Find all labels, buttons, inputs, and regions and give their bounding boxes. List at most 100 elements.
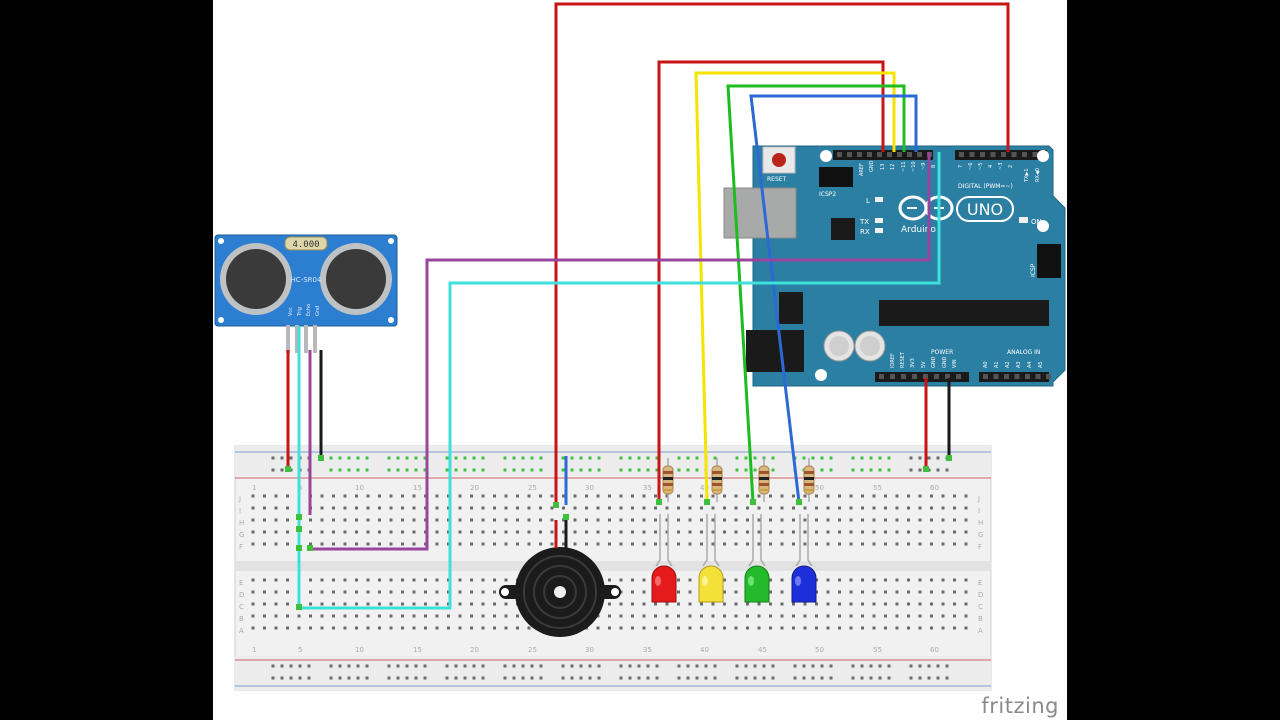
breadboard-hole <box>596 494 600 498</box>
rail-hole <box>829 456 833 460</box>
rail-hole <box>597 664 601 668</box>
breadboard-hole <box>780 602 784 606</box>
breadboard-hole <box>309 614 312 618</box>
breadboard-hole <box>389 602 393 606</box>
header-pin <box>879 374 884 379</box>
breadboard-hole <box>665 542 669 546</box>
rail-hole <box>307 664 311 668</box>
buzzer-ring <box>533 565 587 619</box>
breadboard-hole <box>872 614 876 618</box>
breadboard-hole <box>309 602 312 606</box>
breadboard-hole <box>309 578 312 582</box>
breadboard-hole <box>274 578 278 582</box>
breadboard-hole <box>918 614 922 618</box>
breadboard-hole <box>953 626 956 630</box>
piezo-buzzer <box>499 520 621 637</box>
rail-hole <box>472 664 476 668</box>
breadboard-hole <box>378 494 381 498</box>
rail-hole <box>530 676 534 680</box>
breadboard-hole <box>263 590 266 594</box>
rail-hole <box>695 456 699 460</box>
breadboard-hole <box>286 530 289 534</box>
breadboard-hole <box>907 530 910 534</box>
uno-label: UNO <box>967 200 1003 219</box>
breadboard-hole <box>826 590 830 594</box>
breadboard-holes <box>251 494 968 630</box>
rail-hole <box>530 468 534 472</box>
rail-hole <box>820 676 824 680</box>
gnd-pin-label: GND <box>869 160 875 172</box>
breadboard-hole <box>861 530 864 534</box>
breadboard-hole <box>424 614 427 618</box>
rail-hole <box>735 456 739 460</box>
resistor-1 <box>662 458 674 502</box>
rail-hole <box>329 456 333 460</box>
pin-label-echo: Echo <box>306 304 312 316</box>
rail-hole <box>686 468 690 472</box>
breadboard-hole <box>953 494 956 498</box>
rail-hole <box>771 456 775 460</box>
breadboard-hole <box>401 542 404 546</box>
breadboard-hole <box>481 518 485 522</box>
breadboard-hole <box>573 542 577 546</box>
breadboard-hole <box>608 614 611 618</box>
breadboard-hole <box>734 626 738 630</box>
reset-label: RESET <box>767 176 787 183</box>
breadboard-hole <box>332 614 335 618</box>
rail-hole <box>280 676 284 680</box>
breadboard-hole <box>320 614 324 618</box>
breadboard-hole <box>343 506 347 510</box>
breadboard-hole <box>527 626 531 630</box>
rail-hole <box>579 468 583 472</box>
rail-hole <box>619 468 623 472</box>
breadboard-hole <box>286 602 289 606</box>
col-num-50-bottom: 50 <box>815 646 824 654</box>
breadboard-hole <box>412 614 416 618</box>
rail-hole <box>387 664 391 668</box>
breadboard-hole <box>677 590 680 594</box>
breadboard-hole <box>884 506 887 510</box>
l-led <box>875 197 883 202</box>
header-pin <box>945 374 950 379</box>
rx-led-label: RX <box>860 228 870 236</box>
rail-hole <box>713 676 717 680</box>
breadboard-hole <box>849 530 853 534</box>
rail-hole <box>561 468 565 472</box>
breadboard-hole <box>401 602 404 606</box>
breadboard-hole <box>941 578 945 582</box>
breadboard-hole <box>930 626 933 630</box>
rail-hole <box>454 468 458 472</box>
breadboard-hole <box>435 494 439 498</box>
rail-hole <box>356 456 360 460</box>
breadboard-hole <box>355 602 358 606</box>
breadboard-hole <box>343 518 347 522</box>
breadboard-hole <box>665 614 669 618</box>
breadboard-hole <box>320 590 324 594</box>
breadboard-hole <box>481 506 485 510</box>
breadboard-hole <box>815 602 818 606</box>
rail-hole <box>454 676 458 680</box>
breadboard-hole <box>516 614 519 618</box>
breadboard-hole <box>366 626 370 630</box>
rail-hole <box>677 664 681 668</box>
breadboard-hole <box>493 590 496 594</box>
breadboard-hole <box>953 542 956 546</box>
breadboard-hole <box>907 506 910 510</box>
rail-hole <box>387 468 391 472</box>
breadboard-hole <box>964 602 968 606</box>
atmega-chip <box>879 300 1049 326</box>
breadboard-hole <box>941 530 945 534</box>
breadboard-hole <box>378 578 381 582</box>
breadboard-hole <box>493 578 496 582</box>
rail-hole <box>423 456 427 460</box>
breadboard-hole <box>746 602 749 606</box>
breadboard-hole <box>309 626 312 630</box>
breadboard-hole <box>861 590 864 594</box>
breadboard-hole <box>309 518 312 522</box>
breadboard-hole <box>286 506 289 510</box>
power-label: POWER <box>931 349 953 356</box>
breadboard-hole <box>792 518 795 522</box>
breadboard-hole <box>631 542 634 546</box>
breadboard-hole <box>332 494 335 498</box>
rail-hole <box>945 468 949 472</box>
